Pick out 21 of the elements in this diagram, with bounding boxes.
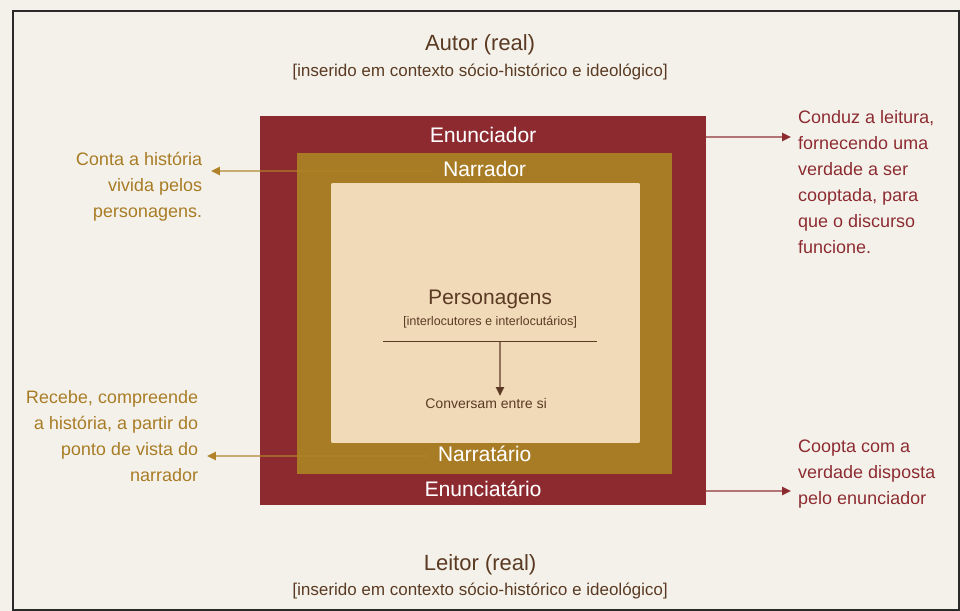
enunciator-box bbox=[260, 116, 706, 505]
box-title: Narrador bbox=[442, 158, 527, 182]
heading-text: Personagens bbox=[427, 286, 553, 310]
box-title: Narratário bbox=[436, 443, 532, 467]
node-text: Conversam entre si bbox=[424, 395, 548, 411]
narrator-box bbox=[297, 153, 672, 474]
arrow bbox=[496, 342, 504, 396]
box-title: Enunciatário bbox=[424, 478, 542, 502]
box-title: Enunciador bbox=[428, 124, 538, 148]
subheading-text: [interlocutores e interlocutários] bbox=[402, 314, 578, 328]
note-text: Conduz a leitura, fornecendo uma verdade a ser cooptada, para que o discurso funcione. bbox=[798, 104, 948, 314]
subtitle-text: [inserido em contexto sócio-histórico e ideológico] bbox=[291, 580, 669, 600]
characters-box bbox=[331, 183, 640, 443]
note-text: Recebe, compreende a história, a partir do ponto de vista do narrador bbox=[20, 384, 198, 514]
title-text: Autor (real) bbox=[424, 30, 536, 56]
title-text: Leitor (real) bbox=[422, 550, 538, 576]
arrow bbox=[211, 166, 434, 176]
note-text: Conta a história vivida pelos personagens. bbox=[30, 146, 202, 226]
arrow bbox=[207, 452, 428, 460]
note-text: Coopta com a verdade disposta pelo enunciador bbox=[798, 433, 948, 537]
subtitle-text: [inserido em contexto sócio-histórico e ideológico] bbox=[291, 61, 669, 81]
